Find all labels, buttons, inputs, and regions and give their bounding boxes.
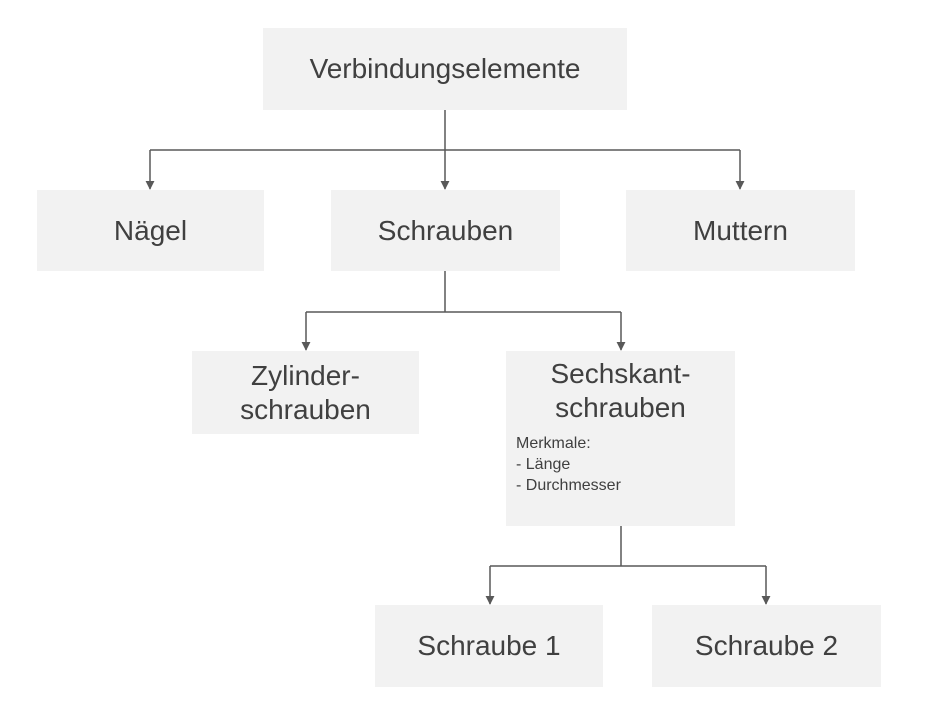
node-label: Sechskant- schrauben (550, 358, 691, 423)
note-item: - Länge (516, 456, 571, 473)
node-schrauben: Schrauben (331, 190, 560, 271)
node-label: Verbindungselemente (309, 53, 581, 84)
node-verbindungselemente: Verbindungselemente (263, 28, 627, 110)
node-label: Schrauben (377, 214, 514, 246)
node-zylinderschrauben: Zylinder- schrauben (192, 351, 419, 434)
node-label: Muttern (693, 214, 788, 246)
note-item: - Durchmesser (516, 477, 621, 494)
notes-title: Merkmale: (516, 435, 591, 452)
node-notes: Merkmale: - Länge - Durchmesser (506, 433, 621, 496)
node-naegel: Nägel (37, 190, 264, 271)
node-label: Schraube 1 (417, 630, 561, 661)
node-label: Zylinder- schrauben (240, 359, 371, 425)
node-label: Schraube 2 (694, 630, 839, 661)
node-label: Nägel (113, 214, 188, 246)
node-schraube-2: Schraube 2 (652, 605, 881, 687)
node-muttern: Muttern (626, 190, 855, 271)
node-sechskantschrauben: Sechskant- schrauben Merkmale: - Länge -… (506, 351, 735, 526)
node-schraube-1: Schraube 1 (375, 605, 603, 687)
